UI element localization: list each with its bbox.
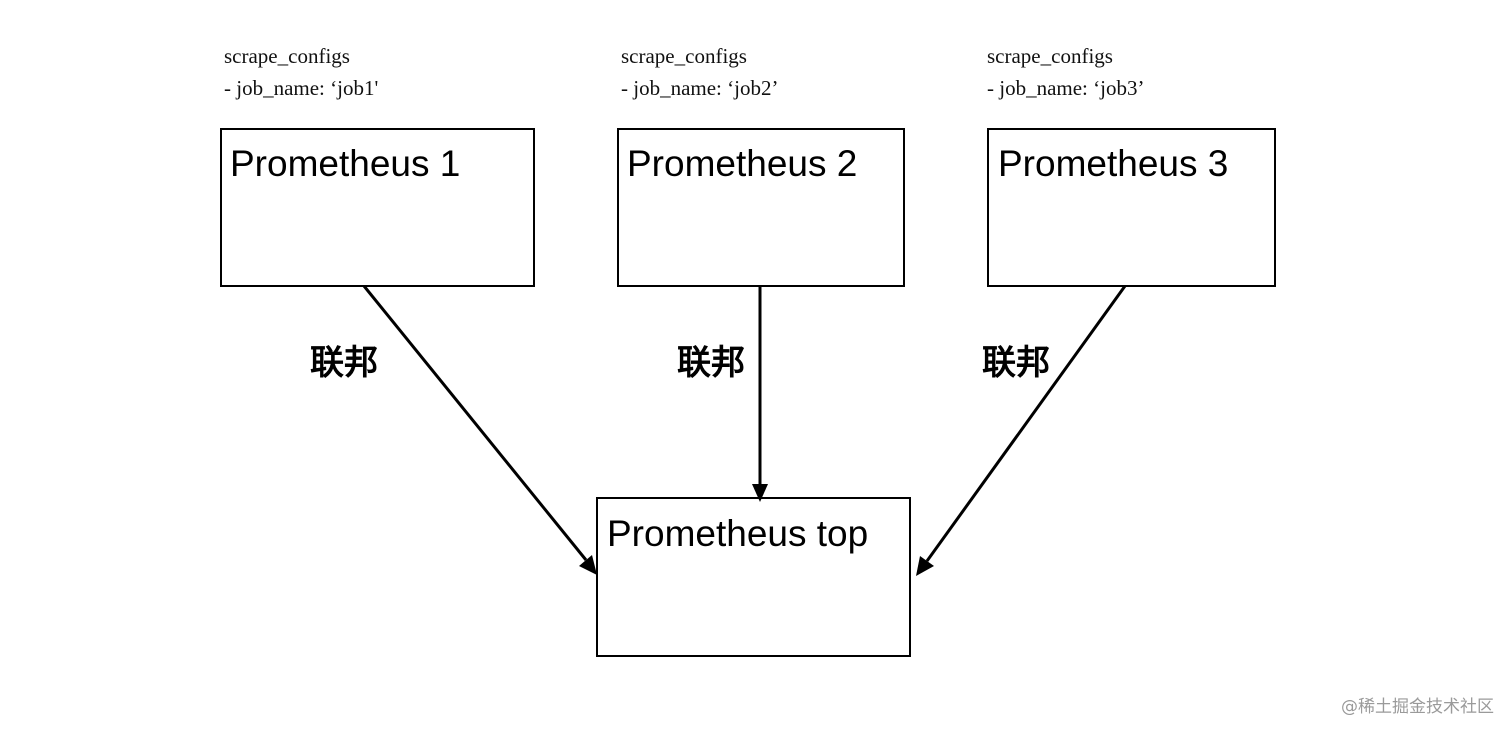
node-prometheus-3-box bbox=[987, 128, 1276, 287]
node-prometheus-2-box bbox=[617, 128, 905, 287]
config-p1-line1: scrape_configs bbox=[224, 44, 350, 68]
node-prometheus-3-title: Prometheus 3 bbox=[998, 143, 1228, 184]
edge-p2-to-top bbox=[752, 286, 768, 502]
edge-p1-arrowhead bbox=[579, 555, 597, 575]
node-prometheus-2-title: Prometheus 2 bbox=[627, 143, 857, 184]
edge-p1-to-top bbox=[362, 285, 597, 575]
config-p2-line1: scrape_configs bbox=[621, 44, 747, 68]
node-prometheus-1: Prometheus 1 bbox=[220, 128, 535, 287]
config-p2-line2: - job_name: ‘job2’ bbox=[621, 76, 778, 100]
edge-p3-to-top bbox=[916, 285, 1127, 576]
node-prometheus-2: Prometheus 2 bbox=[617, 128, 905, 287]
node-prometheus-1-title: Prometheus 1 bbox=[230, 143, 460, 184]
edge-label-p3: 联邦 bbox=[982, 343, 1050, 383]
edge-p3-line bbox=[925, 285, 1127, 562]
config-p3-line1: scrape_configs bbox=[987, 44, 1113, 68]
edge-p1-line bbox=[362, 285, 588, 561]
config-p3-line2: - job_name: ‘job3’ bbox=[987, 76, 1144, 100]
node-prometheus-1-box bbox=[220, 128, 535, 287]
node-prometheus-top: Prometheus top bbox=[596, 497, 911, 657]
watermark: @稀土掘金技术社区 bbox=[1341, 697, 1494, 717]
node-prometheus-top-box bbox=[596, 497, 911, 657]
node-prometheus-3: Prometheus 3 bbox=[987, 128, 1276, 287]
edge-p2-arrowhead bbox=[752, 484, 768, 502]
edge-label-p2: 联邦 bbox=[677, 343, 745, 383]
edge-label-p1: 联邦 bbox=[310, 343, 378, 383]
node-prometheus-top-title: Prometheus top bbox=[607, 513, 868, 554]
config-p1-line2: - job_name: ‘job1' bbox=[224, 76, 378, 100]
edge-p3-arrowhead bbox=[916, 556, 934, 576]
